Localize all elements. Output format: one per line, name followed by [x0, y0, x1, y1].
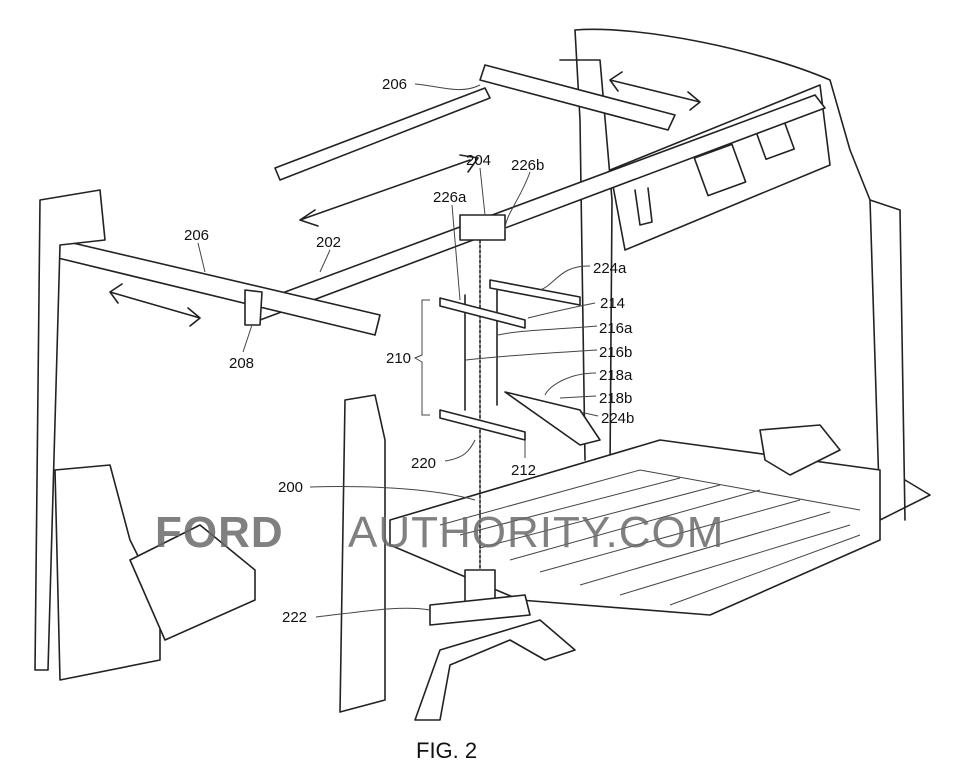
- label-218a: 218a: [599, 367, 633, 384]
- label-214: 214: [600, 295, 625, 312]
- label-220: 220: [411, 455, 436, 472]
- label-204: 204: [466, 152, 491, 169]
- label-206-left: 206: [184, 227, 209, 244]
- label-202: 202: [316, 234, 341, 251]
- watermark-brand: FORD: [155, 508, 284, 557]
- label-218b: 218b: [599, 390, 632, 407]
- label-210: 210: [386, 350, 411, 367]
- label-222: 222: [282, 609, 307, 626]
- hanger-208: [244, 289, 263, 326]
- label-224b: 224b: [601, 410, 634, 427]
- label-216b: 216b: [599, 344, 632, 361]
- label-224a: 224a: [593, 260, 627, 277]
- reference-labels: 206 204 226b 226a 206 202 224a 214 216a …: [184, 76, 634, 626]
- label-200: 200: [278, 479, 303, 496]
- arrow-icons: [109, 71, 701, 327]
- cargo-floor: [389, 424, 881, 616]
- label-226b: 226b: [511, 157, 544, 174]
- watermark-rest: AUTHORITY.COM: [348, 508, 724, 557]
- left-side-wall: [34, 189, 256, 681]
- leader-lines: [197, 83, 599, 618]
- label-206-top: 206: [382, 76, 407, 93]
- b-pillar: [339, 394, 386, 713]
- label-216a: 216a: [599, 320, 633, 337]
- watermark: FORD AUTHORITY.COM: [155, 508, 724, 557]
- label-208: 208: [229, 355, 254, 372]
- rail-206-top: [274, 64, 676, 181]
- figure-caption: FIG. 2: [416, 738, 477, 763]
- label-226a: 226a: [433, 189, 467, 206]
- label-212: 212: [511, 462, 536, 479]
- jack-assembly-200: [414, 214, 601, 721]
